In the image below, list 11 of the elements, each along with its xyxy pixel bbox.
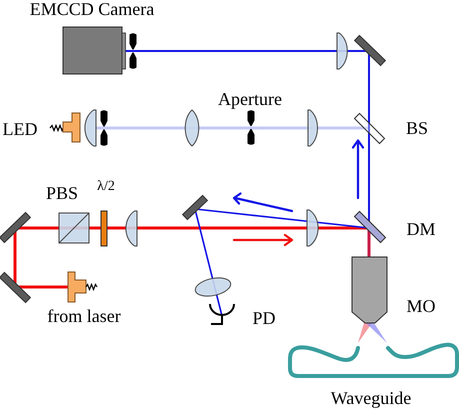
part-label: Waveguide bbox=[330, 389, 412, 407]
part-label: EMCCD Camera bbox=[30, 0, 154, 18]
part-label: λ/2 bbox=[97, 180, 115, 194]
part-label: DM bbox=[406, 220, 436, 238]
part-label: from laser bbox=[47, 307, 121, 325]
part-label: BS bbox=[406, 119, 428, 137]
part-label: PBS bbox=[46, 184, 78, 202]
part-label: PD bbox=[252, 309, 276, 327]
part-label: MO bbox=[406, 297, 436, 315]
part-label: Aperture bbox=[218, 90, 282, 108]
part-label: LED bbox=[2, 120, 38, 138]
